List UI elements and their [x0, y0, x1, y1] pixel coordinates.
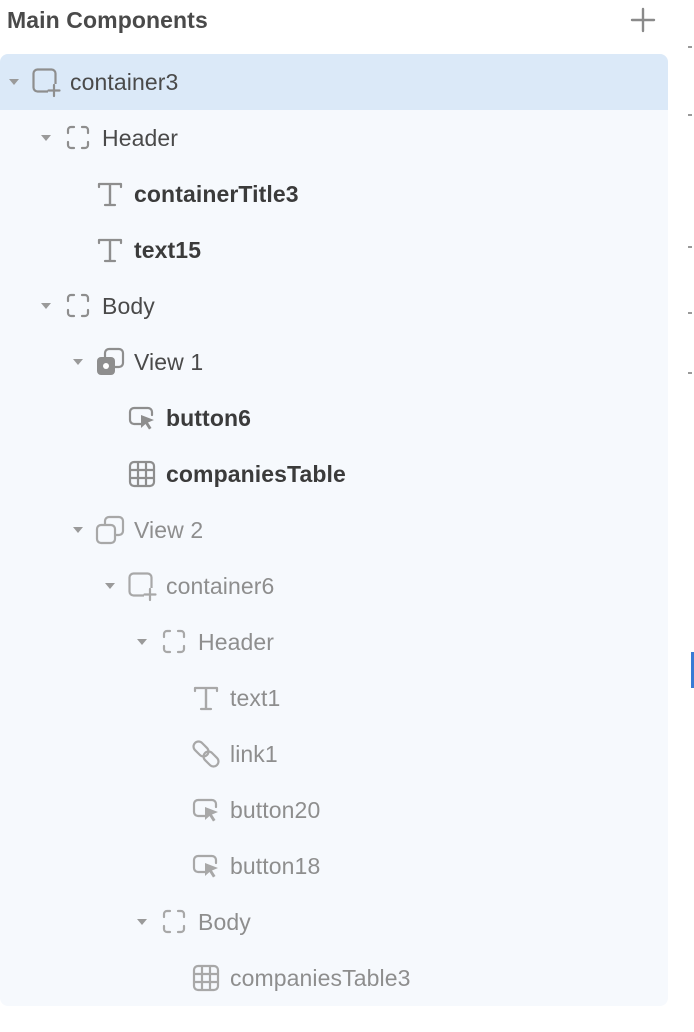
tree-item-label: text15: [134, 237, 202, 263]
chevron-down-icon[interactable]: [134, 634, 150, 650]
tree-item-label: View 2: [134, 517, 204, 543]
button-cursor-icon: [190, 794, 222, 826]
button-cursor-icon: [190, 850, 222, 882]
table-icon: [126, 458, 158, 490]
table-icon: [190, 962, 222, 994]
section-dashed-icon: [158, 626, 190, 658]
tree-item[interactable]: button18: [0, 838, 668, 894]
tree-item-label: Header: [198, 629, 275, 655]
view-active-icon: [94, 346, 126, 378]
tree-item-label: button20: [230, 797, 321, 823]
tree-item[interactable]: View 2: [0, 502, 668, 558]
adjacent-panel-edge: [686, 0, 694, 1032]
view-icon: [94, 514, 126, 546]
container-icon: [30, 66, 62, 98]
tree-item-label: container3: [70, 69, 179, 95]
tree-item-label: View 1: [134, 349, 204, 375]
tree-item-label: companiesTable3: [230, 965, 411, 991]
section-dashed-icon: [158, 906, 190, 938]
chevron-down-icon[interactable]: [134, 914, 150, 930]
tree-item[interactable]: Body: [0, 894, 668, 950]
section-dashed-icon: [62, 122, 94, 154]
tree-item[interactable]: View 1: [0, 334, 668, 390]
tree-item[interactable]: button6: [0, 390, 668, 446]
chevron-down-icon[interactable]: [38, 130, 54, 146]
tree-item-label: containerTitle3: [134, 181, 299, 207]
tree-item-label: button18: [230, 853, 321, 879]
component-tree: container3 Header containerTitle3 text15…: [0, 54, 668, 1006]
text-icon: [94, 178, 126, 210]
tree-item-label: Body: [102, 293, 155, 319]
chevron-down-icon[interactable]: [70, 522, 86, 538]
tree-item-label: Body: [198, 909, 251, 935]
panel-title: Main Components: [7, 7, 208, 33]
tree-item[interactable]: Header: [0, 614, 668, 670]
tree-item-label: companiesTable: [166, 461, 346, 487]
tree-item[interactable]: companiesTable: [0, 446, 668, 502]
tree-item[interactable]: link1: [0, 726, 668, 782]
link-icon: [190, 738, 222, 770]
tree-item[interactable]: Body: [0, 278, 668, 334]
tree-item[interactable]: Header: [0, 110, 668, 166]
text-icon: [94, 234, 126, 266]
tree-item-label: container6: [166, 573, 275, 599]
chevron-down-icon[interactable]: [6, 74, 22, 90]
section-dashed-icon: [62, 290, 94, 322]
container-icon: [126, 570, 158, 602]
plus-icon: [630, 7, 656, 33]
panel-header: Main Components: [0, 0, 668, 42]
text-icon: [190, 682, 222, 714]
tree-item[interactable]: companiesTable3: [0, 950, 668, 1006]
tree-item[interactable]: container3: [0, 54, 668, 110]
button-cursor-icon: [126, 402, 158, 434]
tree-item[interactable]: button20: [0, 782, 668, 838]
tree-item[interactable]: container6: [0, 558, 668, 614]
tree-item-label: text1: [230, 685, 281, 711]
chevron-down-icon[interactable]: [70, 354, 86, 370]
tree-item[interactable]: text15: [0, 222, 668, 278]
add-component-button[interactable]: [626, 4, 660, 36]
tree-item[interactable]: text1: [0, 670, 668, 726]
chevron-down-icon[interactable]: [38, 298, 54, 314]
tree-item-label: button6: [166, 405, 252, 431]
tree-item-label: link1: [230, 741, 278, 767]
tree-item-label: Header: [102, 125, 179, 151]
chevron-down-icon[interactable]: [102, 578, 118, 594]
tree-item[interactable]: containerTitle3: [0, 166, 668, 222]
